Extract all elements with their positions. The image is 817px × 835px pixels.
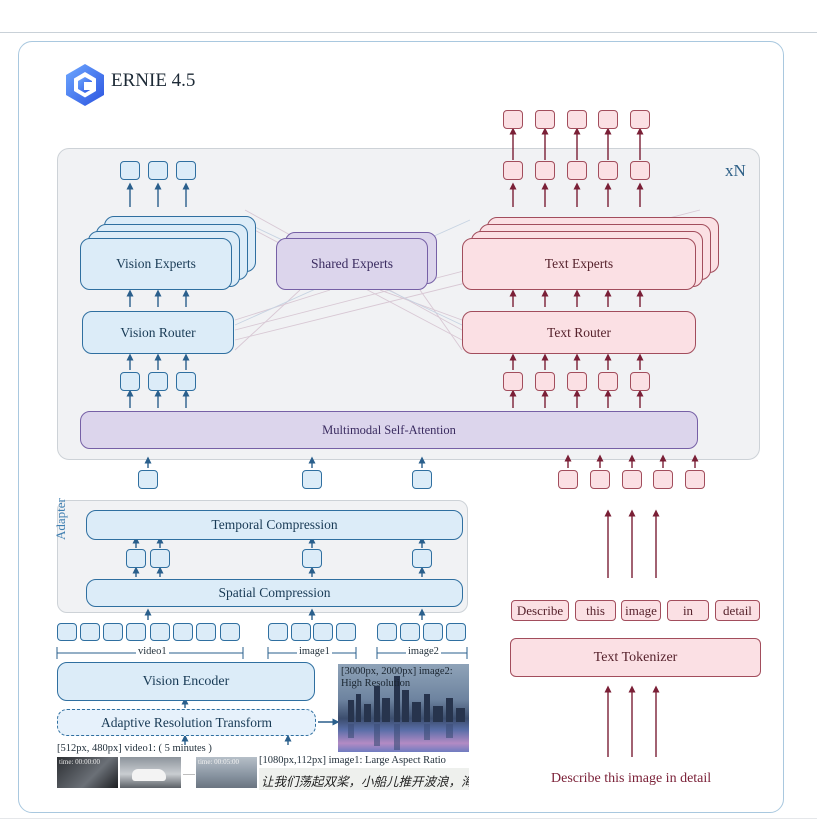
patch-token	[400, 623, 420, 641]
vision-token	[302, 470, 322, 489]
adaptive-resolution-transform: Adaptive Resolution Transform	[57, 709, 316, 736]
patch-token	[150, 623, 170, 641]
frame-ellipsis: ......	[183, 768, 195, 777]
vision-token	[126, 549, 146, 568]
word-token-4: in	[667, 600, 709, 621]
patch-token	[423, 623, 443, 641]
vision-token	[302, 549, 322, 568]
image2-thumbnail	[338, 664, 469, 752]
transformer-block	[57, 148, 760, 460]
text-token	[590, 470, 610, 489]
page-title: ERNIE 4.5	[111, 70, 196, 91]
word-token-1: Describe	[511, 600, 569, 621]
frame3-time: time: 00:05:00	[198, 758, 240, 766]
text-router: Text Router	[462, 311, 696, 354]
text-token	[598, 372, 618, 391]
video-frame-3: time: 00:05:00	[196, 757, 257, 788]
text-token	[622, 470, 642, 489]
vision-token	[120, 161, 140, 180]
vision-token	[148, 161, 168, 180]
patch-token	[57, 623, 77, 641]
text-token	[503, 372, 523, 391]
text-token	[558, 470, 578, 489]
text-token	[630, 110, 650, 129]
patch-token	[126, 623, 146, 641]
top-divider	[0, 32, 817, 33]
video-frame-2	[120, 757, 181, 788]
text-token	[685, 470, 705, 489]
patch-token	[220, 623, 240, 641]
word-token-2: this	[575, 600, 616, 621]
text-experts: Text Experts	[462, 238, 696, 290]
patch-token	[291, 623, 311, 641]
vision-experts: Vision Experts	[80, 238, 232, 290]
vision-token	[176, 161, 196, 180]
vision-encoder: Vision Encoder	[57, 662, 315, 701]
vision-token	[150, 549, 170, 568]
vision-token	[138, 470, 158, 489]
text-input-prompt: Describe this image in detail	[551, 771, 712, 786]
vision-token	[148, 372, 168, 391]
skyline-graphic	[348, 676, 465, 750]
patch-token	[268, 623, 288, 641]
patch-token	[103, 623, 123, 641]
car-graphic	[132, 769, 166, 781]
text-token	[653, 470, 673, 489]
text-token	[567, 161, 587, 180]
word-token-3: image	[621, 600, 661, 621]
patch-token	[313, 623, 333, 641]
text-token	[503, 110, 523, 129]
patch-token	[446, 623, 466, 641]
word-token-5: detail	[715, 600, 760, 621]
patch-token	[336, 623, 356, 641]
text-token	[598, 161, 618, 180]
patch-token	[196, 623, 216, 641]
video-caption: [512px, 480px] video1: ( 5 minutes )	[57, 743, 212, 754]
video-group-label: video1	[136, 646, 169, 657]
vision-token	[176, 372, 196, 391]
ernie-logo-icon	[66, 64, 104, 106]
image2-group-label: image2	[406, 646, 441, 657]
vision-token	[412, 549, 432, 568]
handwriting-text: 让我们荡起双桨，小船儿推开波浪，海面	[261, 775, 469, 789]
text-token	[567, 372, 587, 391]
image1-caption: [1080px,112px] image1: Large Aspect Rati…	[259, 755, 446, 766]
video-frame-1: time: 00:00:00	[57, 757, 118, 788]
image2-caption-line2: High Resolution	[341, 678, 411, 689]
patch-token	[173, 623, 193, 641]
patch-token	[377, 623, 397, 641]
vision-token	[120, 372, 140, 391]
image2-caption-line1: [3000px, 2000px] image2:	[341, 666, 453, 677]
text-token	[630, 372, 650, 391]
bottom-divider	[0, 818, 817, 819]
image1-thumbnail: 让我们荡起双桨，小船儿推开波浪，海面	[259, 768, 469, 790]
multimodal-self-attention: Multimodal Self-Attention	[80, 411, 698, 449]
frame1-time: time: 00:00:00	[59, 758, 101, 766]
text-token	[567, 110, 587, 129]
text-token	[598, 110, 618, 129]
image1-group-label: image1	[297, 646, 332, 657]
vision-token	[412, 470, 432, 489]
temporal-compression: Temporal Compression	[86, 510, 463, 540]
shared-experts: Shared Experts	[276, 238, 428, 290]
text-token	[630, 161, 650, 180]
repeat-label: xN	[725, 161, 746, 180]
text-token	[535, 110, 555, 129]
vision-router: Vision Router	[82, 311, 234, 354]
patch-token	[80, 623, 100, 641]
text-token	[535, 161, 555, 180]
text-tokenizer: Text Tokenizer	[510, 638, 761, 677]
figure-frame	[18, 41, 784, 813]
text-token	[535, 372, 555, 391]
text-token	[503, 161, 523, 180]
spatial-compression: Spatial Compression	[86, 579, 463, 607]
